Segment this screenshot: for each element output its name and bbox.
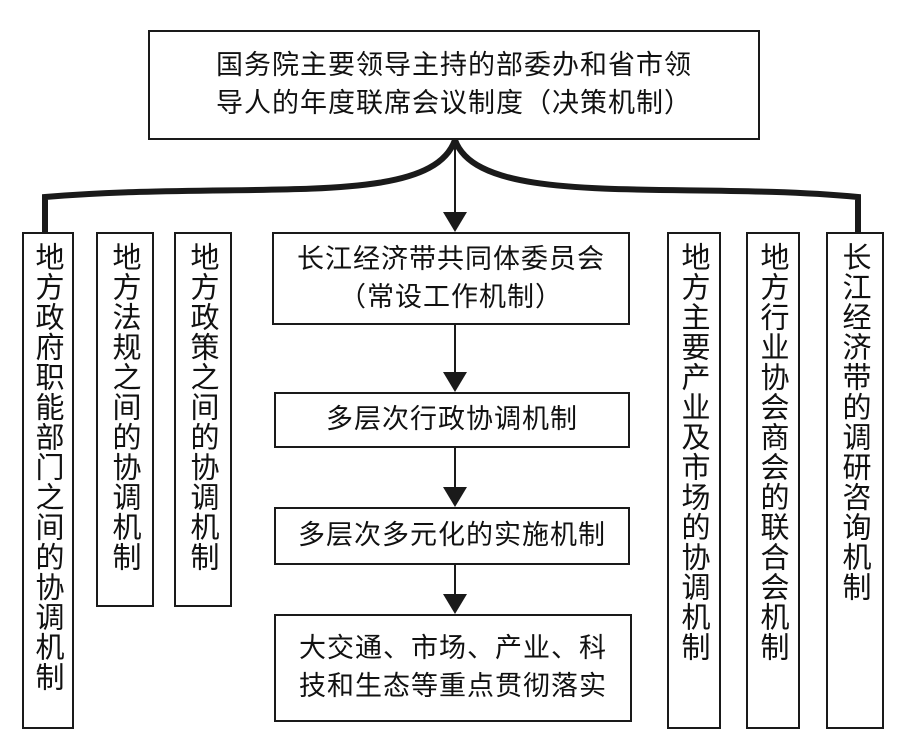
decision-mechanism-box: 国务院主要领导主持的部委办和省市领 导人的年度联席会议制度（决策机制） (148, 30, 760, 140)
industry-association-box: 地方行业协会商会的联合会机制 (746, 232, 800, 729)
local-government-departments-label: 地方政府职能部门之间的协调机制 (29, 242, 67, 727)
committee-line-2: （常设工作机制） (339, 281, 563, 313)
local-regulations-box: 地方法规之间的协调机制 (96, 232, 154, 607)
research-consulting-box: 长江经济带的调研咨询机制 (826, 232, 884, 729)
local-government-departments-box: 地方政府职能部门之间的协调机制 (22, 232, 74, 729)
key-implementation-box: 大交通、市场、产业、科 技和生态等重点贯彻落实 (274, 614, 632, 722)
industry-market-label: 地方主要产业及市场的协调机制 (677, 242, 711, 662)
committee-line-1: 长江经济带共同体委员会 (297, 243, 605, 275)
implementation-box: 多层次多元化的实施机制 (274, 507, 630, 565)
local-policies-box: 地方政策之间的协调机制 (174, 232, 232, 607)
admin-coordination-box: 多层次行政协调机制 (274, 392, 630, 448)
implementation-label: 多层次多元化的实施机制 (298, 520, 606, 551)
decision-line-1: 国务院主要领导主持的部委办和省市领 (216, 50, 692, 81)
local-government-departments-label-b: 门之间的协调机制 (31, 452, 65, 692)
branch-left-arc (42, 138, 458, 232)
research-consulting-label: 长江经济带的调研咨询机制 (838, 242, 872, 602)
local-regulations-label: 地方法规之间的协调机制 (108, 242, 142, 572)
key-implementation-line-2: 技和生态等重点贯彻落实 (299, 671, 607, 702)
local-policies-label: 地方政策之间的协调机制 (186, 242, 220, 572)
industry-market-box: 地方主要产业及市场的协调机制 (667, 232, 721, 729)
decision-line-2: 导人的年度联席会议制度（决策机制） (216, 88, 692, 119)
key-implementation-line-1: 大交通、市场、产业、科 (299, 633, 607, 664)
local-government-departments-label-a: 地方政府职能部 (31, 242, 65, 452)
branch-right-arc (452, 138, 861, 232)
industry-association-label: 地方行业协会商会的联合会机制 (756, 242, 790, 662)
admin-coordination-label: 多层次行政协调机制 (326, 404, 578, 435)
committee-box: 长江经济带共同体委员会 （常设工作机制） (272, 232, 630, 325)
